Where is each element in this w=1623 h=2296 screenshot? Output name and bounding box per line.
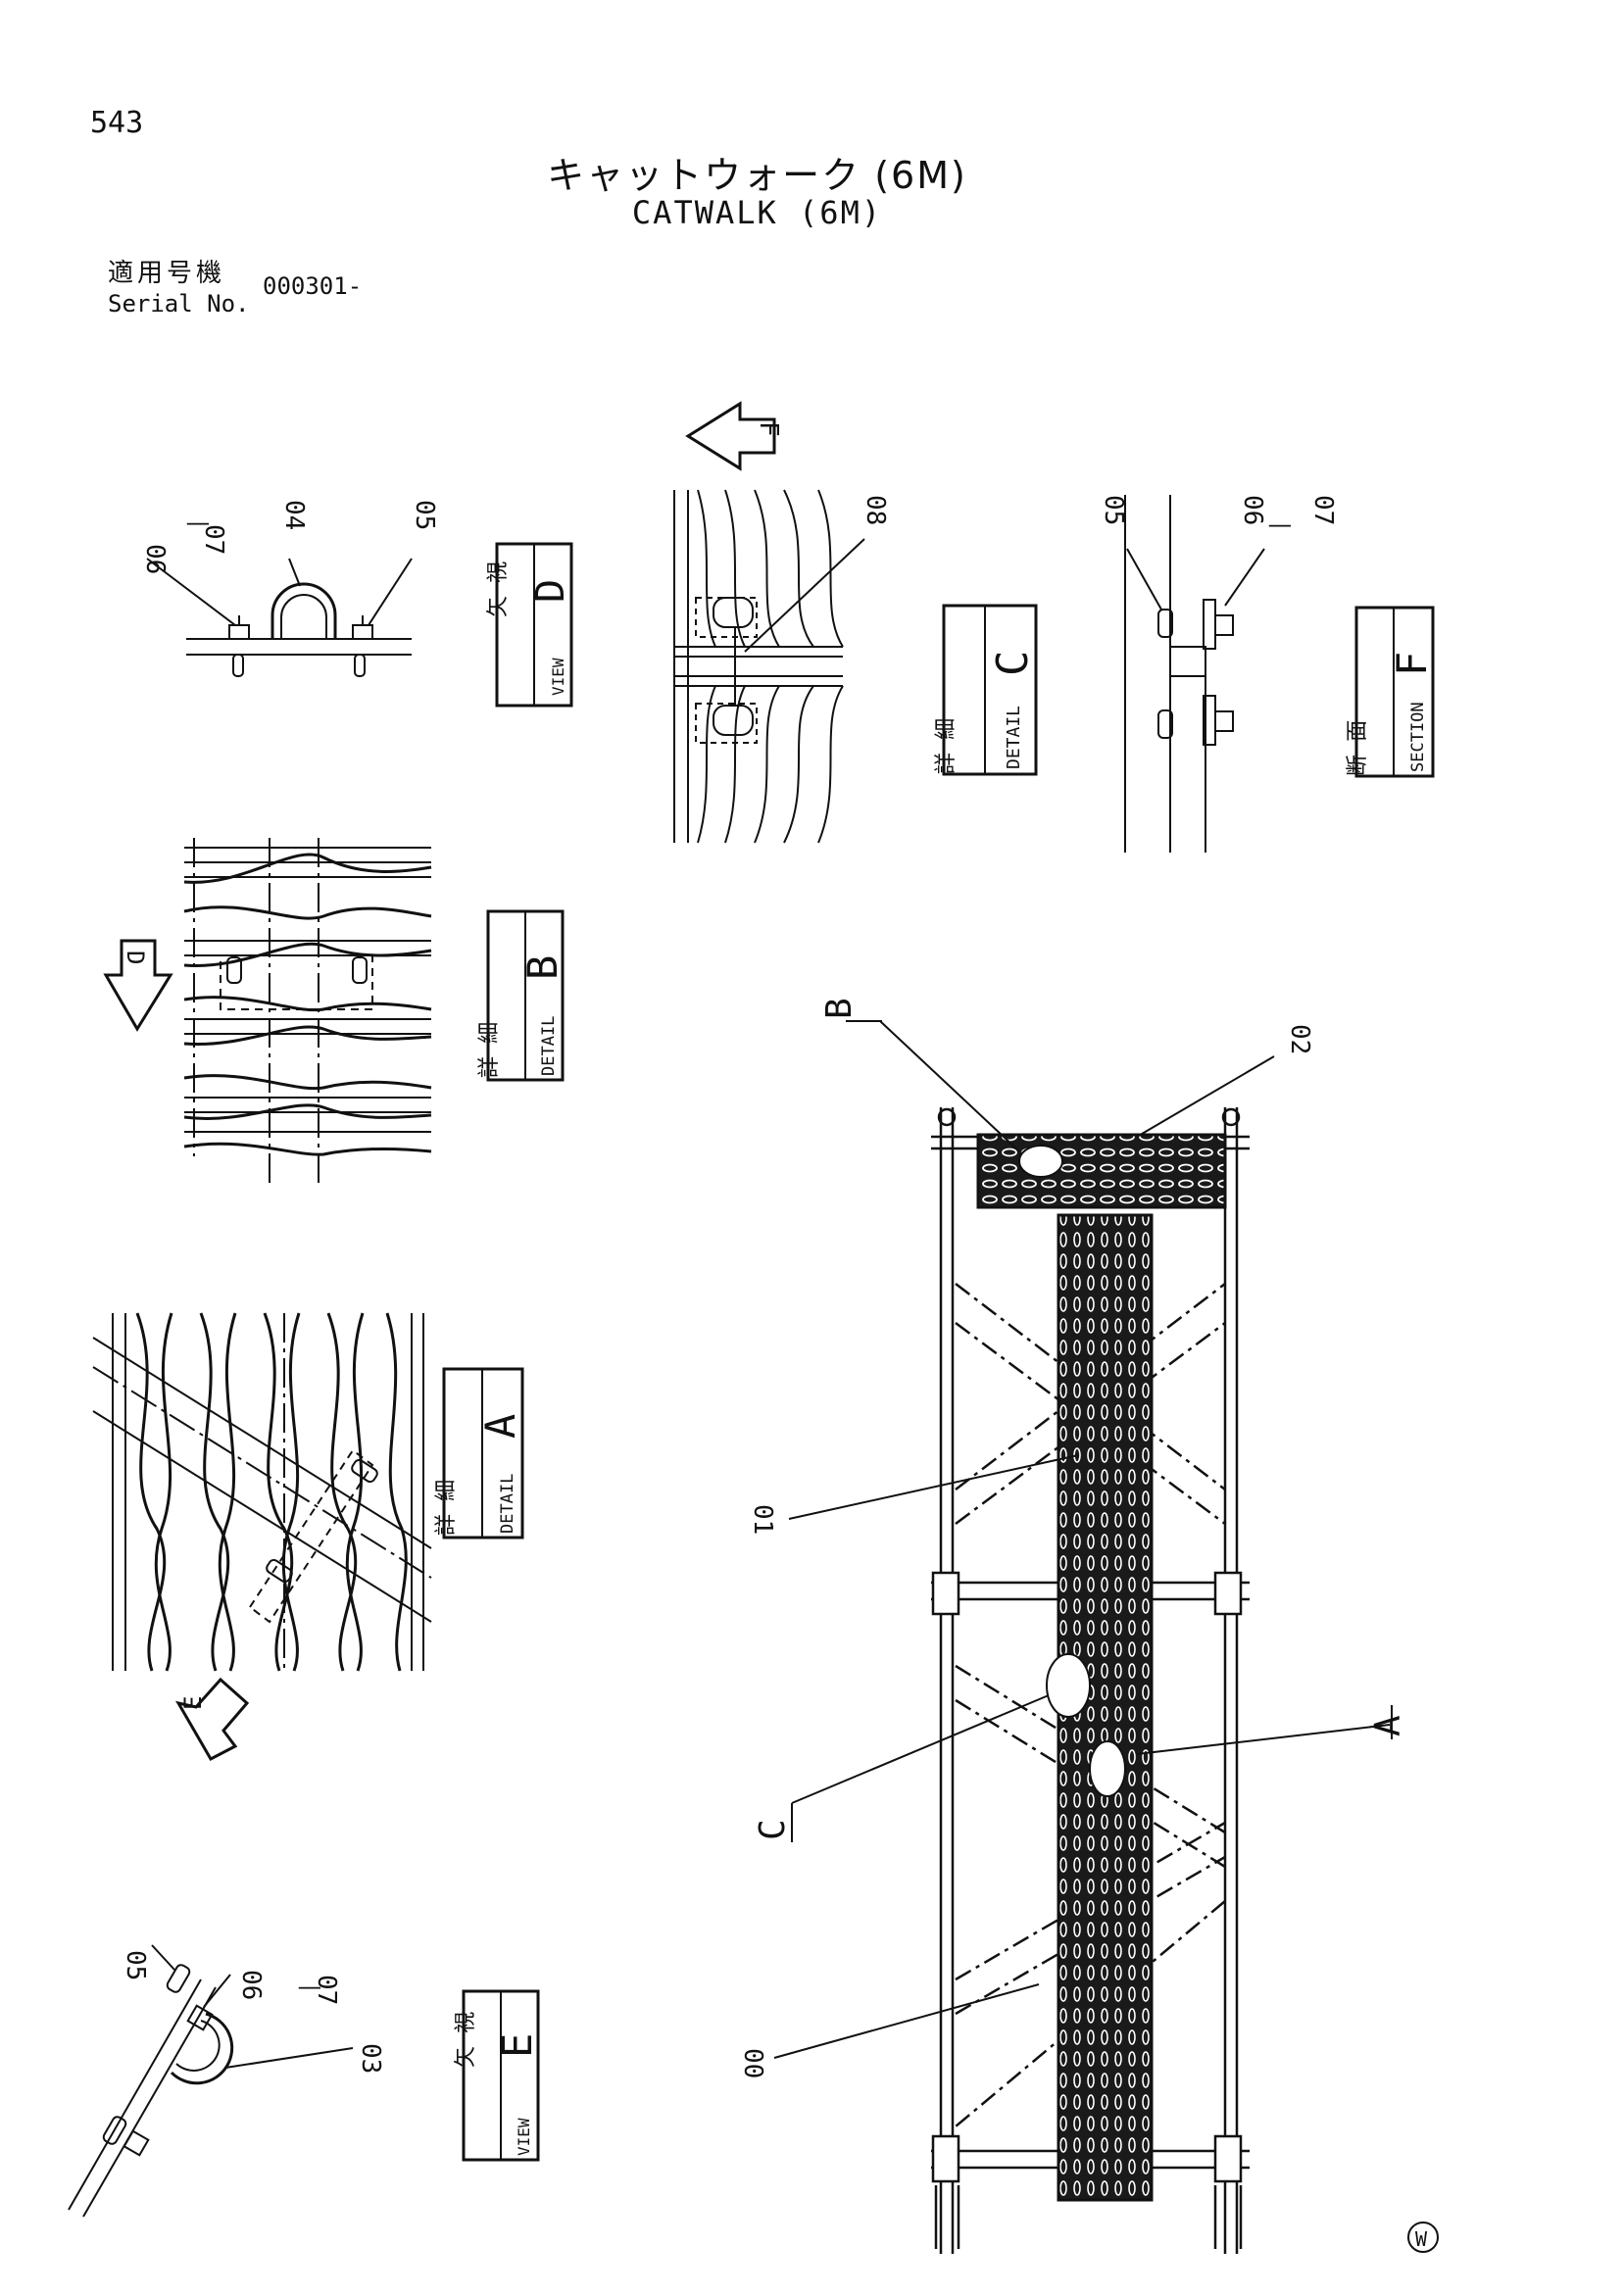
arrow-f: F (685, 401, 783, 471)
page-title-japanese: キャットウォーク (6M) (547, 154, 967, 197)
section-f-part-numbers: 05 06 | 07 (1099, 495, 1338, 532)
box-japanese: 矢 視 (454, 2012, 478, 2068)
box-letter: D (528, 579, 573, 603)
part-number-label: 07 (1308, 495, 1338, 525)
part-number-label: 07 (312, 1975, 341, 2005)
part-number-label: | (1268, 519, 1293, 532)
serial-label-english: Serial No. (108, 290, 250, 318)
part-number-label: | (186, 517, 211, 530)
page-title-english: CATWALK (6M) (631, 194, 883, 231)
arrow-d: D (103, 939, 173, 1032)
section-f-label-box: 断 面 SECTION F (1346, 606, 1436, 778)
view-d-label-box: 矢 視 VIEW D (486, 542, 573, 708)
detail-b-label-box: 詳 細 DETAIL B (477, 909, 566, 1082)
arrow-letter: F (754, 421, 783, 437)
part-number-label: 04 (279, 500, 309, 530)
serial-number-value: 000301- (263, 272, 363, 300)
serial-label-japanese: 適用号機 (108, 259, 226, 288)
part-number-label: 05 (410, 500, 439, 530)
detail-a-label-box: 詳 細 DETAIL A (434, 1367, 524, 1539)
view-e-drawing (68, 1944, 354, 2218)
view-d-detail (146, 558, 413, 677)
box-japanese: 詳 細 (477, 1022, 502, 1078)
main-callouts: B A C (753, 998, 1408, 1840)
box-japanese: 詳 細 (434, 1480, 459, 1536)
view-d-part-numbers: 06 | 07 04 05 (140, 500, 439, 574)
leader-lines (773, 1020, 1393, 2059)
part-number-label: 08 (861, 495, 890, 525)
grating-end-panel (976, 1133, 1227, 1209)
detail-b-drawing (183, 838, 432, 1186)
main-part-numbers: 02 01 00 (738, 1024, 1314, 2078)
box-letter: B (518, 955, 566, 980)
box-japanese: 矢 視 (486, 562, 511, 617)
watermark-letter: W (1415, 2227, 1428, 2251)
part-number-label: 06 (236, 1970, 266, 2000)
callout-letter: B (819, 998, 860, 1019)
callout-letter: C (753, 1819, 793, 1840)
box-letter: F (1388, 652, 1436, 676)
part-number-label: 05 (1099, 495, 1128, 525)
section-f-drawing (1124, 495, 1265, 853)
box-japanese: 詳 細 (934, 718, 959, 774)
part-number-label: 03 (356, 2043, 385, 2074)
view-e-part-numbers: 05 06 | 07 03 (121, 1950, 385, 2074)
part-number-label: 07 (199, 524, 228, 555)
part-number-label: | (298, 1981, 322, 1994)
box-letter: E (493, 2033, 541, 2058)
part-number-label: 00 (738, 2048, 767, 2078)
callout-letter: A (1368, 1715, 1408, 1736)
part-number-label: 05 (121, 1950, 150, 1980)
box-letter: A (476, 1414, 524, 1439)
box-english: DETAIL (539, 1016, 559, 1076)
detail-a-drawing (92, 1312, 432, 1672)
part-number-label: 06 (140, 544, 170, 574)
box-english: VIEW (549, 658, 567, 696)
arrow-letter: D (122, 951, 149, 964)
box-english: DETAIL (498, 1474, 517, 1534)
part-number-label: 02 (1285, 1024, 1314, 1054)
box-letter: C (988, 651, 1038, 677)
box-english: VIEW (515, 2118, 533, 2156)
box-english: SECTION (1408, 702, 1428, 772)
detail-c-drawing (673, 489, 865, 844)
part-number-label: 01 (748, 1504, 777, 1535)
part-number-label: 06 (1238, 495, 1267, 525)
box-english: DETAIL (1004, 706, 1024, 769)
arrow-letter: E (179, 1696, 207, 1710)
view-e-label-box: 矢 視 VIEW E (454, 1989, 541, 2162)
watermark-logo: W (1407, 2222, 1439, 2253)
box-japanese: 断 面 (1346, 720, 1370, 776)
detail-c-label-box: 詳 細 DETAIL C (934, 604, 1038, 776)
arrow-e: E (174, 1677, 250, 1761)
page-number: 543 (90, 106, 144, 140)
detail-markers (1018, 1145, 1126, 1797)
